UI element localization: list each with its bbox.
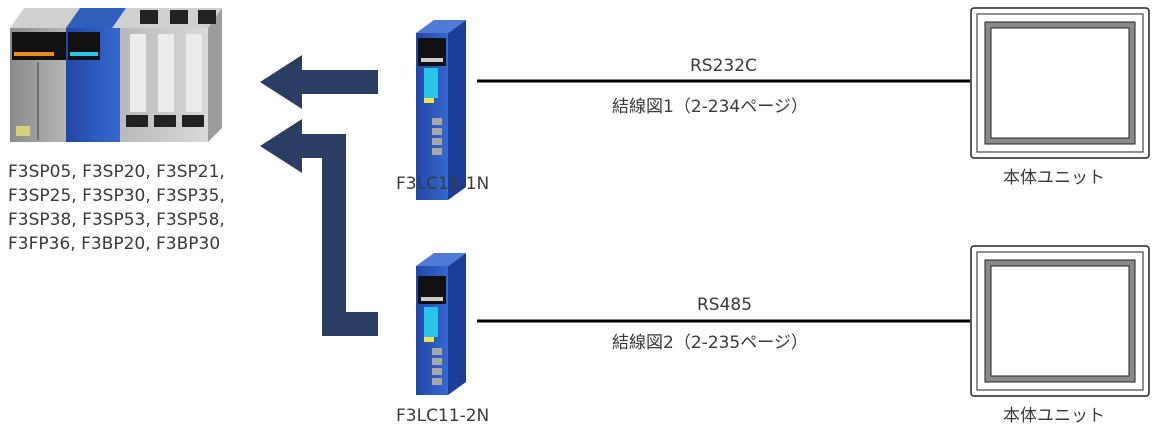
plc-model-line: F3FP36, F3BP20, F3BP30 — [8, 234, 221, 254]
unit-label-2: 本体ユニット — [1003, 406, 1105, 426]
plc-model-list: F3SP05, F3SP20, F3SP21, F3SP25, F3SP30, … — [8, 160, 225, 256]
wiring-ref-link-1[interactable]: 結線図1（2-234ページ） — [612, 97, 808, 117]
unit-label-1: 本体ユニット — [1003, 168, 1105, 188]
hmi-unit-image-1 — [970, 7, 1150, 159]
protocol-label-2: RS485 — [697, 295, 753, 315]
arrow-to-plc-1 — [260, 55, 378, 109]
plc-model-line: F3SP38, F3SP53, F3SP58, — [8, 210, 225, 230]
module-image-2 — [416, 253, 466, 395]
protocol-label-1: RS232C — [690, 56, 757, 76]
module-label-1: F3LC11-1N — [396, 174, 490, 194]
plc-model-line: F3SP25, F3SP30, F3SP35, — [8, 186, 225, 206]
wiring-ref-link-2[interactable]: 結線図2（2-235ページ） — [612, 333, 808, 353]
plc-rack-image — [10, 8, 222, 142]
arrow-to-plc-2 — [260, 119, 378, 336]
plc-model-line: F3SP05, F3SP20, F3SP21, — [8, 162, 225, 182]
module-label-2: F3LC11-2N — [396, 406, 490, 426]
module-image-1 — [416, 20, 466, 200]
hmi-unit-image-2 — [970, 245, 1150, 397]
